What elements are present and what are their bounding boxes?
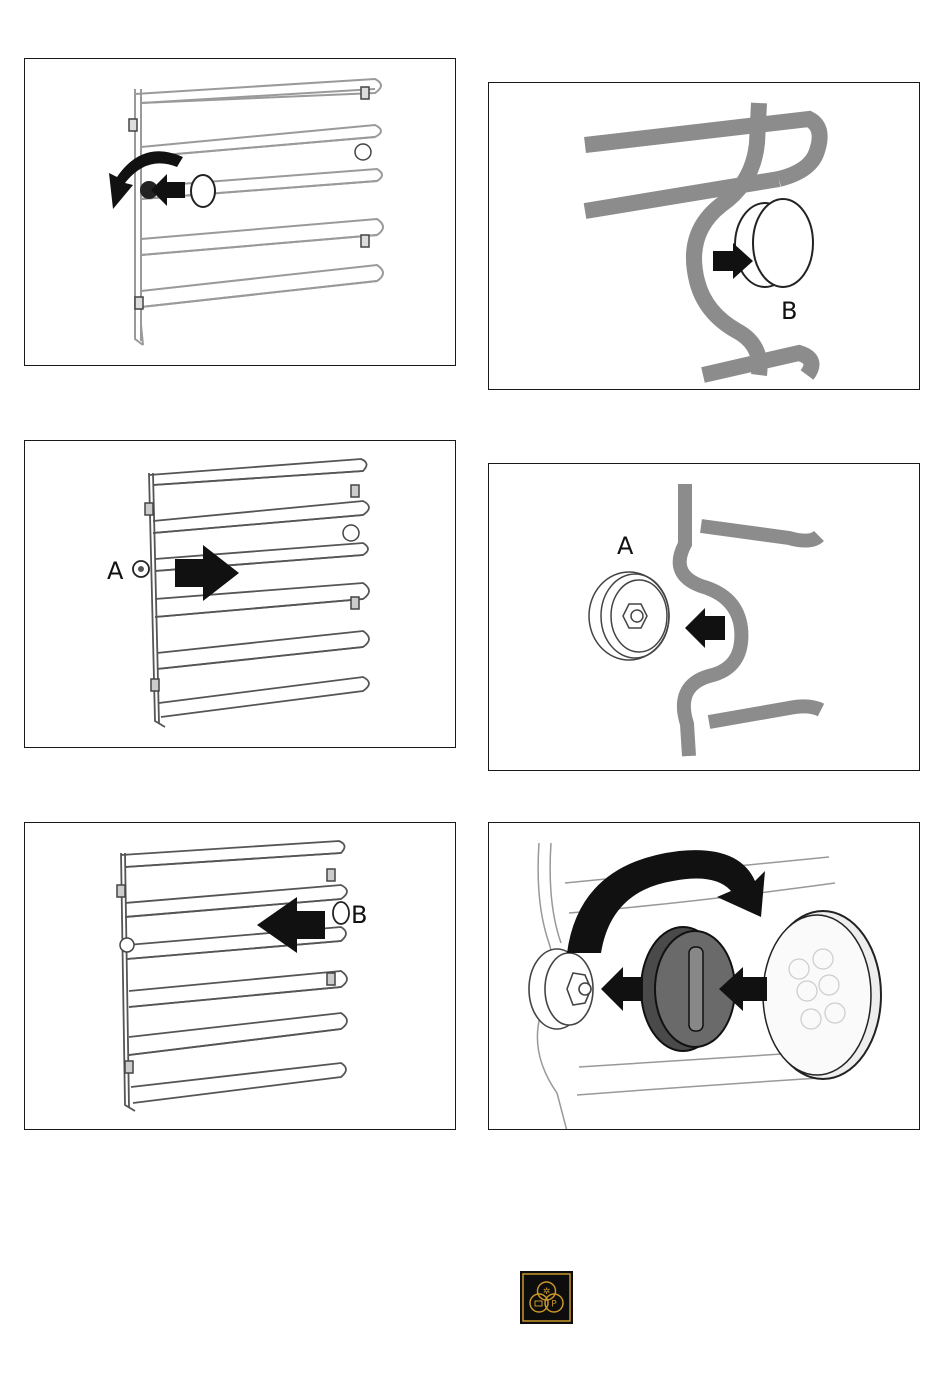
label-b: B — [351, 901, 367, 929]
figure-4-panel: A — [488, 463, 920, 771]
brand-logo-icon: ✲ P — [520, 1271, 573, 1324]
push-arrow-icon — [685, 608, 725, 648]
fixing-point-a-icon — [589, 572, 669, 660]
figure-1-panel — [24, 58, 456, 366]
label-b: B — [781, 297, 797, 325]
nut-icon — [529, 949, 593, 1029]
figure-3-illustration: A — [25, 441, 456, 748]
label-a: A — [107, 557, 124, 585]
round-cover-icon — [763, 911, 881, 1079]
rotate-arrow-icon — [109, 151, 183, 209]
label-a: A — [617, 532, 634, 560]
figure-2-panel: B — [488, 82, 920, 390]
figure-4-illustration: A — [489, 464, 920, 771]
figure-6-panel — [488, 822, 920, 1130]
figure-3-panel: A — [24, 440, 456, 748]
svg-text:P: P — [551, 1300, 557, 1310]
figure-1-illustration — [25, 59, 456, 366]
svg-text:✲: ✲ — [543, 1287, 551, 1297]
figure-5-panel: B — [24, 822, 456, 1130]
push-arrow-icon — [151, 174, 185, 206]
cap-b-icon — [333, 902, 349, 924]
cap-b-icon — [735, 199, 813, 287]
push-arrow-icon — [601, 967, 643, 1011]
figure-2-illustration: B — [489, 83, 920, 390]
cap-disc-icon — [191, 175, 215, 207]
figure-6-illustration — [489, 823, 920, 1130]
figure-5-illustration: B — [25, 823, 456, 1130]
point-a-icon — [133, 561, 149, 577]
